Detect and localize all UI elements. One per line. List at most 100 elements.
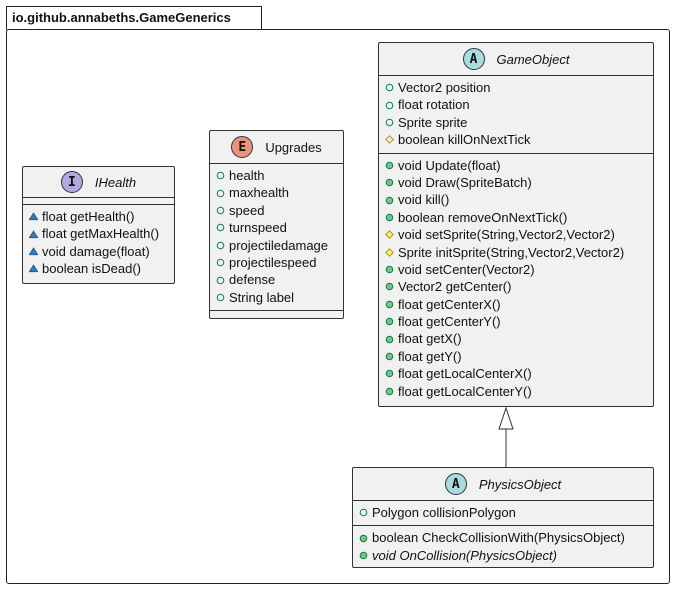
method-row: boolean isDead() <box>23 260 174 277</box>
public-method-icon <box>385 335 394 344</box>
class-header: E Upgrades <box>210 131 343 164</box>
member-text: void kill() <box>398 192 450 208</box>
member-text: boolean isDead() <box>42 261 142 277</box>
public-field-icon <box>216 189 225 198</box>
package-method-icon <box>29 264 38 273</box>
method-row: void Draw(SpriteBatch) <box>379 174 653 191</box>
member-text: float getCenterX() <box>398 296 501 312</box>
method-row: void setCenter(Vector2) <box>379 261 653 278</box>
public-method-icon <box>385 387 394 396</box>
method-row: boolean removeOnNextTick() <box>379 209 653 226</box>
public-method-icon <box>359 551 368 560</box>
public-field-icon <box>385 118 394 127</box>
public-field-icon <box>216 206 225 215</box>
field-row: Vector2 position <box>379 79 653 96</box>
member-text: projectilespeed <box>229 254 317 270</box>
class-box-ihealth[interactable]: I IHealth float getHealth()float getMaxH… <box>22 166 175 284</box>
public-method-icon <box>385 196 394 205</box>
package-name: io.github.annabeths.GameGenerics <box>12 10 231 25</box>
member-text: health <box>229 168 265 183</box>
method-section: void Update(float)void Draw(SpriteBatch)… <box>379 154 653 404</box>
public-field-icon <box>216 293 225 302</box>
field-row: projectilespeed <box>210 254 343 271</box>
public-field-icon <box>216 223 225 232</box>
member-text: float getX() <box>398 331 462 347</box>
method-row: float getHealth() <box>23 208 174 225</box>
package-tab: io.github.annabeths.GameGenerics <box>6 6 262 30</box>
field-section: Polygon collisionPolygon <box>353 501 653 527</box>
public-method-icon <box>359 534 368 543</box>
protected-method-icon <box>385 247 394 257</box>
field-row: projectiledamage <box>210 237 343 254</box>
abstract-badge-icon: A <box>462 48 485 70</box>
member-text: void Update(float) <box>398 157 501 173</box>
member-text: boolean removeOnNextTick() <box>398 209 568 225</box>
field-row: Sprite sprite <box>379 114 653 131</box>
public-field-icon <box>216 241 225 250</box>
enum-badge-icon: E <box>231 136 254 158</box>
public-method-icon <box>385 369 394 378</box>
member-text: float getCenterY() <box>398 314 501 330</box>
package-method-icon <box>29 212 38 221</box>
field-row: health <box>210 167 343 184</box>
method-row: void Update(float) <box>379 157 653 174</box>
field-row: String label <box>210 289 343 306</box>
member-text: boolean killOnNextTick <box>398 132 531 148</box>
method-row: float getX() <box>379 330 653 347</box>
public-field-icon <box>216 258 225 267</box>
method-row: Sprite initSprite(String,Vector2,Vector2… <box>379 244 653 261</box>
class-name: PhysicsObject <box>478 476 562 492</box>
method-row: float getY() <box>379 348 653 365</box>
field-row: boolean killOnNextTick <box>379 131 653 148</box>
class-name: Upgrades <box>265 139 322 155</box>
field-section <box>23 198 174 205</box>
abstract-badge-icon: A <box>444 473 467 495</box>
member-text: void setCenter(Vector2) <box>398 261 535 277</box>
public-method-icon <box>385 317 394 326</box>
public-method-icon <box>385 352 394 361</box>
method-row: void setSprite(String,Vector2,Vector2) <box>379 226 653 243</box>
public-method-icon <box>385 265 394 274</box>
method-row: float getLocalCenterY() <box>379 383 653 400</box>
class-box-physicsobject[interactable]: A PhysicsObject Polygon collisionPolygon… <box>352 467 654 568</box>
member-text: String label <box>229 289 295 305</box>
member-text: Polygon collisionPolygon <box>372 505 516 520</box>
member-text: Vector2 position <box>398 80 491 95</box>
public-field-icon <box>385 101 394 110</box>
member-text: maxhealth <box>229 185 289 201</box>
member-text: float getHealth() <box>42 209 135 224</box>
class-name: IHealth <box>94 174 137 190</box>
method-row: void damage(float) <box>23 243 174 260</box>
member-text: void damage(float) <box>42 243 150 259</box>
public-field-icon <box>385 83 394 92</box>
method-section: float getHealth()float getMaxHealth()voi… <box>23 205 174 282</box>
public-method-icon <box>385 161 394 170</box>
class-header: A GameObject <box>379 43 653 76</box>
method-row: float getMaxHealth() <box>23 225 174 242</box>
interface-badge-icon: I <box>60 171 83 193</box>
member-text: Vector2 getCenter() <box>398 279 512 295</box>
public-method-icon <box>385 213 394 222</box>
member-text: projectiledamage <box>229 237 329 253</box>
field-row: speed <box>210 202 343 219</box>
field-row: defense <box>210 271 343 288</box>
field-row: Polygon collisionPolygon <box>353 504 653 521</box>
public-method-icon <box>385 300 394 309</box>
package-method-icon <box>29 247 38 256</box>
member-text: turnspeed <box>229 220 287 236</box>
inheritance-arrowhead-icon <box>498 406 514 430</box>
public-method-icon <box>385 282 394 291</box>
method-row: void OnCollision(PhysicsObject) <box>353 547 653 564</box>
method-row: float getCenterY() <box>379 313 653 330</box>
protected-field-icon <box>385 135 394 145</box>
class-name: GameObject <box>496 51 570 67</box>
member-text: void setSprite(String,Vector2,Vector2) <box>398 227 615 243</box>
public-field-icon <box>216 171 225 180</box>
public-field-icon <box>216 276 225 285</box>
member-text: float getLocalCenterX() <box>398 366 532 382</box>
method-row: boolean CheckCollisionWith(PhysicsObject… <box>353 529 653 546</box>
field-row: maxhealth <box>210 184 343 201</box>
